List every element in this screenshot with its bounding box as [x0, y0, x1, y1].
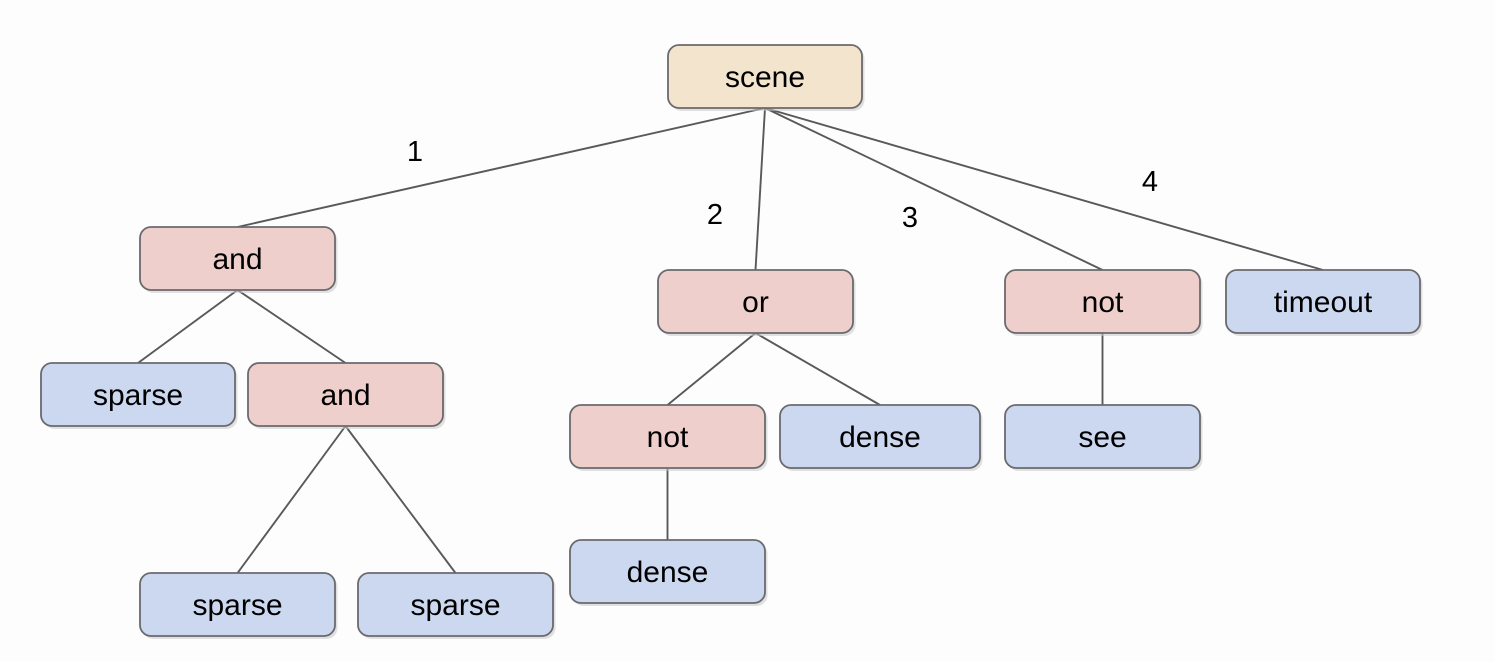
node-label-scene: scene: [725, 61, 805, 94]
node-label-and2: and: [320, 379, 370, 412]
tree-node-dense1[interactable]: dense: [779, 404, 983, 471]
node-rect-or1[interactable]: [657, 269, 854, 334]
tree-node-sparse3[interactable]: sparse: [357, 572, 556, 639]
tree-node-scene[interactable]: scene: [667, 44, 865, 111]
node-rect-timeout1[interactable]: [1225, 269, 1421, 334]
tree-node-timeout1[interactable]: timeout: [1225, 269, 1423, 336]
tree-node-sparse1[interactable]: sparse: [40, 362, 238, 429]
edge-label-3: 3: [902, 202, 918, 234]
tree-edge-scene-to-timeout1: [764, 107, 1324, 271]
node-rect-not2[interactable]: [569, 404, 766, 469]
node-rect-sparse1[interactable]: [40, 362, 236, 427]
tree-node-see1[interactable]: see: [1004, 404, 1203, 471]
tree-edge-scene-to-or1: [754, 107, 766, 271]
tree-node-sparse2[interactable]: sparse: [139, 572, 338, 639]
tree-node-and2[interactable]: and: [247, 362, 446, 429]
node-rect-and2[interactable]: [247, 362, 444, 427]
node-label-not2: not: [647, 421, 689, 454]
tree-node-or1[interactable]: or: [657, 269, 856, 336]
node-rect-sparse2[interactable]: [139, 572, 336, 637]
tree-node-and1[interactable]: and: [139, 226, 338, 293]
node-rect-scene[interactable]: [667, 44, 863, 109]
nodes-layer: scene and or not timeout sparse and not dense see…: [40, 44, 1423, 639]
node-rect-not1[interactable]: [1004, 269, 1201, 334]
node-label-sparse1: sparse: [93, 379, 183, 412]
tree-edge-and1-to-and2: [236, 289, 347, 364]
tree-edge-and2-to-sparse3: [344, 425, 457, 574]
node-label-and1: and: [212, 243, 262, 276]
edge-label-4: 4: [1142, 166, 1158, 198]
tree-node-not2[interactable]: not: [569, 404, 768, 471]
tree-node-not1[interactable]: not: [1004, 269, 1203, 336]
node-label-sparse3: sparse: [410, 589, 500, 622]
edge-label-1: 1: [407, 136, 423, 168]
tree-edge-scene-to-not1: [764, 107, 1103, 271]
tree-edge-and1-to-sparse1: [137, 289, 239, 364]
edge-labels-layer: 1 2 3 4: [407, 136, 1158, 234]
node-label-sparse2: sparse: [192, 589, 282, 622]
tree-node-dense2[interactable]: dense: [569, 539, 768, 606]
node-rect-and1[interactable]: [139, 226, 336, 291]
edge-label-2: 2: [707, 199, 723, 231]
node-label-or1: or: [742, 286, 769, 319]
tree-edge-and2-to-sparse2: [236, 425, 347, 574]
node-rect-sparse3[interactable]: [357, 572, 554, 637]
node-label-not1: not: [1082, 286, 1124, 319]
node-rect-dense1[interactable]: [779, 404, 981, 469]
tree-edge-or1-to-dense1: [755, 332, 881, 406]
node-label-timeout1: timeout: [1274, 286, 1373, 319]
node-label-see1: see: [1078, 421, 1126, 454]
node-rect-see1[interactable]: [1004, 404, 1201, 469]
tree-edge-scene-to-and1: [237, 107, 766, 228]
tree-edge-or1-to-not2: [666, 332, 757, 406]
edges-layer: [137, 107, 1324, 574]
node-label-dense1: dense: [839, 421, 921, 454]
node-label-dense2: dense: [627, 556, 709, 589]
node-rect-dense2[interactable]: [569, 539, 766, 604]
